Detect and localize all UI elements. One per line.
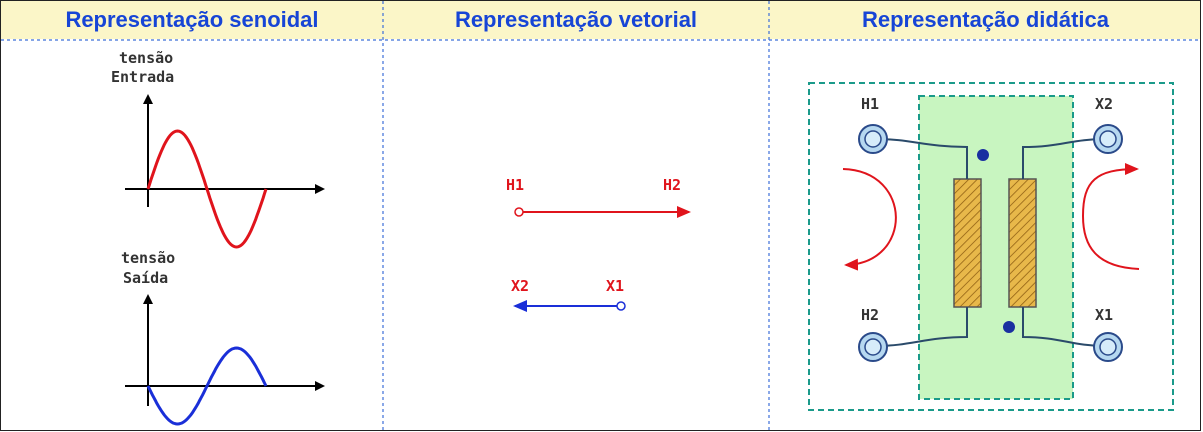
terminal-label-x2: X2 [1095, 95, 1113, 113]
polarity-dot-primary [977, 149, 989, 161]
header-vetorial: Representação vetorial [454, 7, 698, 32]
transformer-core [918, 95, 1074, 400]
vector-label-x1: X1 [606, 277, 624, 295]
output-label-tensao: tensão [121, 249, 175, 267]
primary-winding [953, 178, 982, 308]
terminal-label-h1: H1 [861, 95, 879, 113]
secondary-winding [1008, 178, 1037, 308]
terminal-x1 [1093, 332, 1123, 362]
input-sine-wave [146, 129, 268, 249]
transformer-didactic: H1 X2 H2 X1 [808, 82, 1174, 411]
header-didatica: Representação didática [862, 7, 1109, 32]
polarity-dot-secondary [1003, 321, 1015, 333]
terminal-x2 [1093, 124, 1123, 154]
input-label-entrada: Entrada [111, 68, 174, 86]
header-senoidal: Representação senoidal [65, 7, 319, 32]
output-label-saida: Saída [123, 269, 168, 287]
primary-vector-origin [514, 207, 524, 217]
secondary-current-arrow [1081, 163, 1140, 270]
terminal-label-x1: X1 [1095, 306, 1113, 324]
vector-label-h2: H2 [663, 176, 681, 194]
terminal-label-h2: H2 [861, 306, 879, 324]
vector-label-x2: X2 [511, 277, 529, 295]
terminal-h1 [858, 124, 888, 154]
input-label-tensao: tensão [119, 49, 173, 67]
outer-dashed-box [808, 82, 1174, 411]
output-sine-plot: tensão Saída [121, 249, 325, 426]
primary-current-arrow [842, 168, 897, 271]
vector-label-h1: H1 [506, 176, 524, 194]
terminal-h2 [858, 332, 888, 362]
output-sine-wave [146, 346, 268, 426]
vector-diagram: H1 H2 X2 X1 [506, 176, 691, 312]
secondary-vector-origin [616, 301, 626, 311]
header-bar: Representação senoidal Representação vet… [1, 1, 1200, 39]
input-sine-plot: tensão Entrada [111, 49, 325, 249]
